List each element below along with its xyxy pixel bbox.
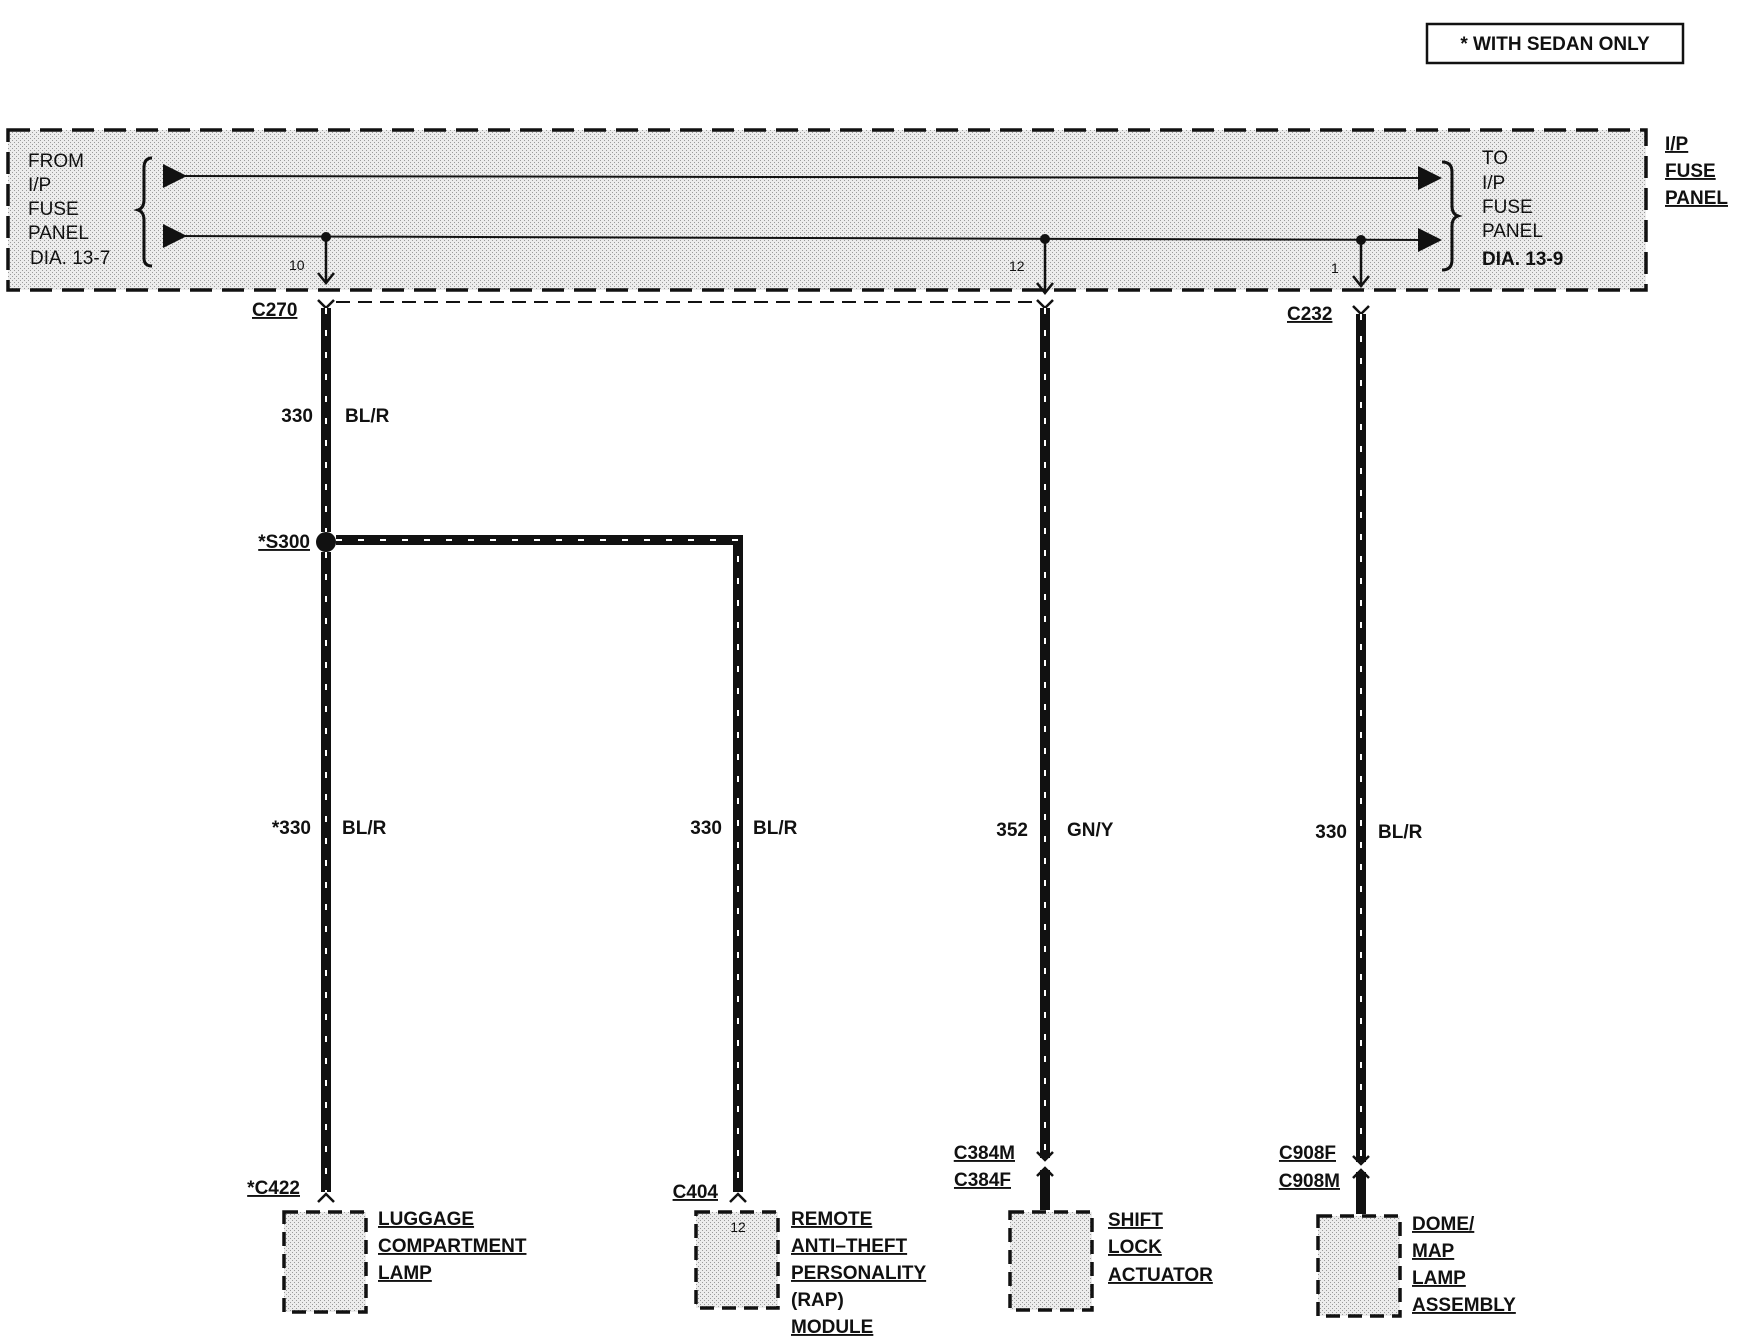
component-rap-module: 12 REMOTE ANTI–THEFT PERSONALITY (RAP) M… (694, 1209, 926, 1338)
rap-pin-label: 12 (730, 1219, 746, 1235)
shift-label-line-1: SHIFT (1108, 1210, 1163, 1231)
tap-arrow-1 (1352, 275, 1370, 289)
wire-2: 330 BL/R (336, 535, 798, 1192)
from-label-line-5: DIA. 13-7 (30, 248, 110, 269)
c384f-label: C384F (954, 1170, 1011, 1191)
rap-label-line-1: REMOTE (791, 1209, 872, 1230)
bus-start-arrow-bottom (163, 224, 187, 248)
sedan-note: * WITH SEDAN ONLY (1425, 22, 1685, 65)
connector-c270: C270 (252, 299, 1054, 321)
from-label-line-3: FUSE (28, 199, 79, 220)
c404-label: C404 (673, 1182, 719, 1203)
rap-label-line-5: MODULE (791, 1317, 873, 1338)
bus-start-arrow-top (163, 164, 187, 188)
rap-label-line-4: (RAP) (791, 1290, 844, 1311)
c908f-label: C908F (1279, 1143, 1336, 1164)
panel-title-line-2: FUSE (1665, 161, 1716, 182)
pin-label-10: 10 (289, 257, 305, 273)
luggage-label-line-3: LAMP (378, 1263, 432, 1284)
bus-line-top (164, 175, 1427, 179)
panel-title-line-3: PANEL (1665, 188, 1728, 209)
wire-1-upper-color: BL/R (345, 406, 390, 427)
wire-3-color: GN/Y (1067, 820, 1114, 841)
bus-line-bottom (164, 235, 1427, 241)
to-label-line-5: DIA. 13-9 (1482, 249, 1563, 270)
luggage-label-line-2: COMPARTMENT (378, 1236, 527, 1257)
c908m-label: C908M (1279, 1171, 1340, 1192)
wire-1-lower-circuit: *330 (272, 818, 311, 839)
dome-label-line-4: ASSEMBLY (1412, 1295, 1516, 1316)
left-brace (133, 156, 153, 268)
bus-end-arrow-bottom (1418, 228, 1442, 252)
shift-label-line-3: ACTUATOR (1108, 1265, 1213, 1286)
from-label-line-1: FROM (28, 151, 84, 172)
pin-label-12: 12 (1009, 258, 1025, 274)
tap-arrow-10 (317, 272, 335, 286)
to-label-line-1: TO (1482, 148, 1508, 169)
to-label-line-3: FUSE (1482, 197, 1533, 218)
c270-label: C270 (252, 300, 297, 321)
panel-title-line-1: I/P (1665, 134, 1689, 155)
wire-1: 330 BL/R *S300 *330 BL/R (258, 308, 390, 1192)
wire-1-upper-circuit: 330 (281, 406, 313, 427)
from-label-line-2: I/P (28, 175, 51, 196)
wire-3-circuit: 352 (996, 820, 1028, 841)
wire-2-circuit: 330 (690, 818, 722, 839)
sedan-note-text: * WITH SEDAN ONLY (1460, 34, 1650, 55)
wire-3: 352 GN/Y (996, 308, 1114, 1158)
connector-c422: *C422 (247, 1178, 335, 1203)
wire-4-color: BL/R (1378, 822, 1423, 843)
rap-label-line-2: ANTI–THEFT (791, 1236, 908, 1257)
c232-label: C232 (1287, 304, 1332, 325)
component-dome-map-lamp: DOME/ MAP LAMP ASSEMBLY (1316, 1214, 1516, 1318)
component-shift-lock-actuator: SHIFT LOCK ACTUATOR (1008, 1210, 1213, 1312)
wire-4: 330 BL/R (1315, 314, 1423, 1162)
dome-label-line-3: LAMP (1412, 1268, 1466, 1289)
rap-label-line-3: PERSONALITY (791, 1263, 926, 1284)
to-label-line-2: I/P (1482, 173, 1505, 194)
from-label-line-4: PANEL (28, 223, 89, 244)
component-luggage-lamp: LUGGAGE COMPARTMENT LAMP (282, 1209, 527, 1314)
shift-label-line-2: LOCK (1108, 1237, 1162, 1258)
luggage-label-line-1: LUGGAGE (378, 1209, 474, 1230)
bus-end-arrow-top (1418, 166, 1442, 190)
dome-label-line-2: MAP (1412, 1241, 1455, 1262)
pin-label-1: 1 (1331, 260, 1339, 276)
c422-label: *C422 (247, 1178, 300, 1199)
connector-c384: C384M C384F (954, 1143, 1054, 1210)
tap-arrow-12 (1036, 282, 1054, 296)
right-brace (1441, 160, 1463, 272)
dome-label-line-1: DOME/ (1412, 1214, 1475, 1235)
ip-fuse-panel: I/P FUSE PANEL FROM I/P FUSE PANEL DIA. … (6, 128, 1728, 296)
s300-label: *S300 (258, 532, 310, 553)
c384m-label: C384M (954, 1143, 1015, 1164)
connector-c404: C404 (673, 1182, 747, 1203)
wire-1-lower-color: BL/R (342, 818, 387, 839)
connector-c908: C908F C908M (1279, 1143, 1370, 1214)
to-label-line-4: PANEL (1482, 221, 1543, 242)
splice-s300 (316, 532, 336, 552)
wire-4-circuit: 330 (1315, 822, 1347, 843)
wire-2-color: BL/R (753, 818, 798, 839)
